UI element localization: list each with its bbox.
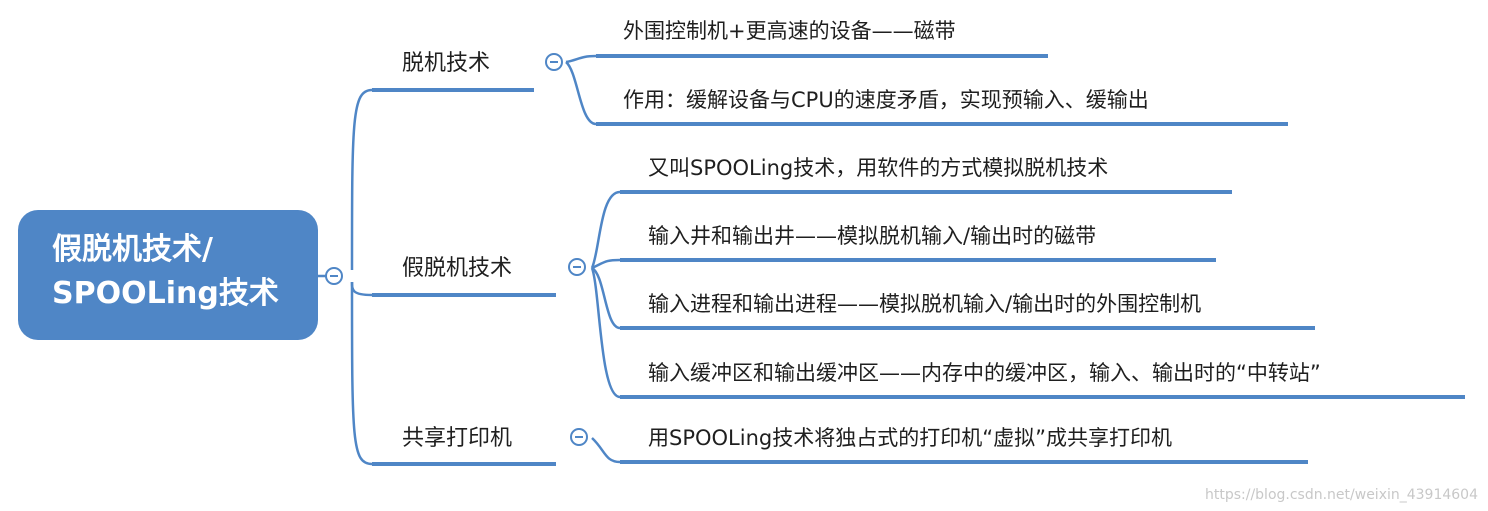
connector-b1-leaf-1 <box>565 54 597 64</box>
connector-b1-leaf-2 <box>565 61 597 126</box>
connector-b2-leaf-3 <box>591 266 621 330</box>
root-title-line-2: SPOOLing技术 <box>52 276 279 311</box>
leaf-b2-1[interactable]: 又叫SPOOLing技术，用软件的方式模拟脱机技术 <box>648 156 1109 180</box>
branch-label-spooling[interactable]: 假脱机技术 <box>402 256 513 281</box>
root-node[interactable]: 假脱机技术/ SPOOLing技术 <box>18 210 318 340</box>
root-title-line-1: 假脱机技术/ <box>52 232 213 267</box>
collapse-branch-1-icon[interactable] <box>545 53 563 71</box>
leaf-b1-2[interactable]: 作用：缓解设备与CPU的速度矛盾，实现预输入、缓输出 <box>623 88 1149 112</box>
branch-label-offline[interactable]: 脱机技术 <box>402 51 491 76</box>
connector-b2-leaf-4 <box>590 267 621 399</box>
leaf-b2-4[interactable]: 输入缓冲区和输出缓冲区——内存中的缓冲区，输入、输出时的“中转站” <box>648 361 1321 385</box>
leaf-b2-3[interactable]: 输入进程和输出进程——模拟脱机输入/输出时的外围控制机 <box>648 292 1202 316</box>
leaf-b1-1[interactable]: 外围控制机+更高速的设备——磁带 <box>623 19 956 43</box>
connector-b3-leaf-1 <box>591 437 621 464</box>
connector-b2-leaf-2 <box>591 258 621 270</box>
collapse-branch-3-icon[interactable] <box>570 428 588 446</box>
connector-branch-3 <box>350 281 373 466</box>
leaf-b3-1[interactable]: 用SPOOLing技术将独占式的打印机“虚拟”成共享打印机 <box>648 426 1172 450</box>
watermark: https://blog.csdn.net/weixin_43914604 <box>1204 487 1478 503</box>
branch-label-shared-printer[interactable]: 共享打印机 <box>402 426 513 451</box>
connector-branch-1 <box>350 88 373 271</box>
connector-b2-leaf-1 <box>590 190 621 269</box>
connector-branch-2 <box>350 281 373 297</box>
collapse-root-icon[interactable] <box>325 267 343 285</box>
leaf-b2-2[interactable]: 输入井和输出井——模拟脱机输入/输出时的磁带 <box>648 224 1097 248</box>
collapse-branch-2-icon[interactable] <box>568 258 586 276</box>
